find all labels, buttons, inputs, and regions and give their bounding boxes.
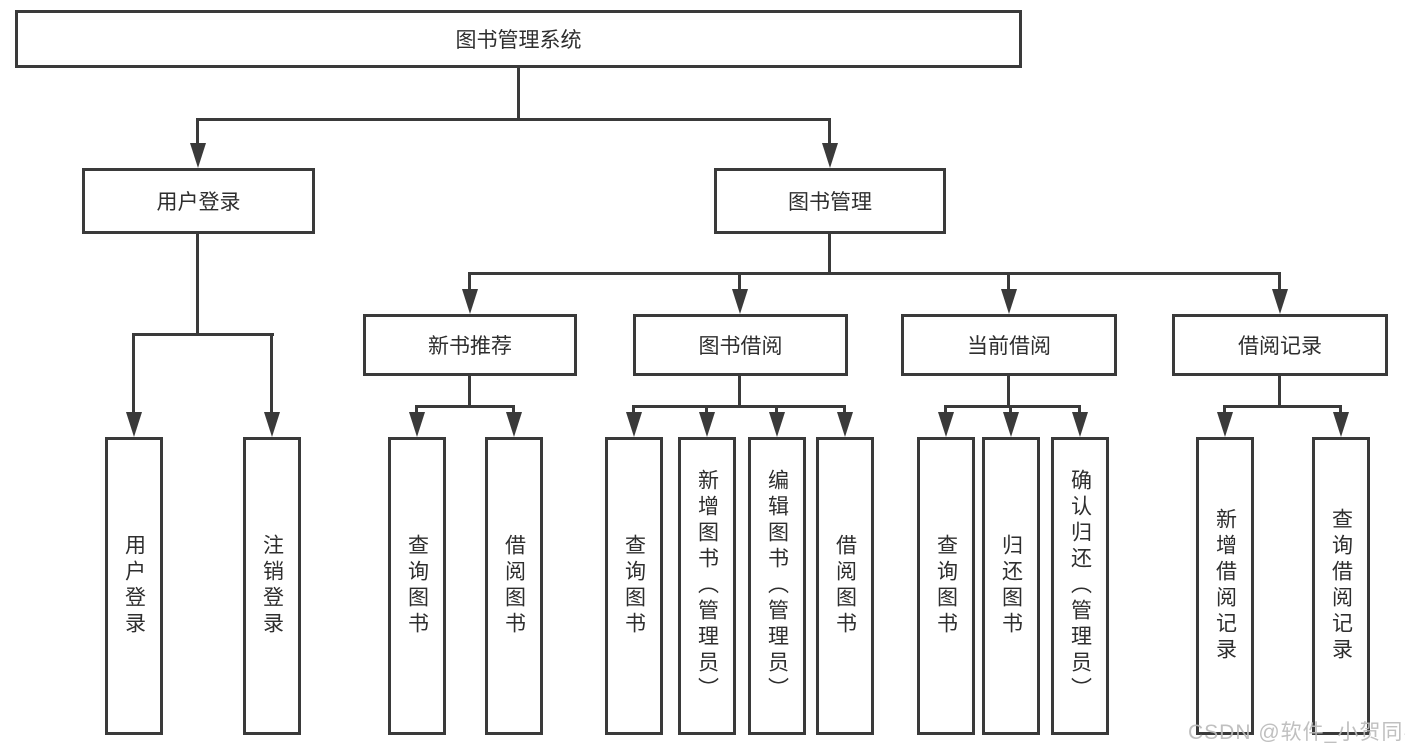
connector-book-management-stem	[828, 233, 831, 275]
node-book-borrowing: 图书借阅	[633, 314, 848, 376]
csdn-watermark: CSDN @软件_小贺同学	[1188, 721, 1405, 744]
connector-borrowing-records-rail	[1223, 405, 1342, 408]
connector-drop-query-books-current	[944, 405, 947, 417]
arrowhead-return-books	[1003, 412, 1019, 437]
connector-drop-confirm-return-admin	[1078, 405, 1081, 417]
connector-root-rail	[196, 118, 831, 121]
leaf-query-borrow-record: 查询借阅记录	[1312, 437, 1370, 735]
connector-drop-add-books-admin	[705, 405, 708, 417]
connector-drop-leaf-logout	[270, 333, 273, 417]
leaf-confirm-return-admin: 确认归还（管理员）	[1051, 437, 1109, 735]
node-book-management-label: 图书管理	[788, 191, 872, 214]
connector-user-login-rail	[132, 333, 274, 336]
connector-drop-leaf-user-login	[132, 333, 135, 417]
leaf-add-borrow-record: 新增借阅记录	[1196, 437, 1254, 735]
node-borrowing-records: 借阅记录	[1172, 314, 1388, 376]
leaf-borrow-books-label: 借阅图书	[833, 534, 857, 638]
node-new-book-recommend: 新书推荐	[363, 314, 577, 376]
arrowhead-book-borrowing	[732, 289, 748, 314]
connector-drop-edit-books-admin	[775, 405, 778, 417]
connector-drop-query-books-borrowing	[632, 405, 635, 417]
connector-book-borrowing-stem	[738, 374, 741, 408]
node-new-book-recommend-label: 新书推荐	[428, 335, 512, 358]
leaf-add-books-admin: 新增图书（管理员）	[678, 437, 736, 735]
leaf-borrow-books-recommend-label: 借阅图书	[502, 534, 526, 638]
connector-book-borrowing-rail	[632, 405, 846, 408]
connector-drop-query-books-recommend	[415, 405, 418, 417]
connector-drop-current-borrowing	[1007, 272, 1010, 294]
arrowhead-query-borrow-record	[1333, 412, 1349, 437]
arrowhead-query-books-recommend	[409, 412, 425, 437]
arrowhead-new-book-recommend	[462, 289, 478, 314]
connector-drop-book-borrowing	[738, 272, 741, 294]
leaf-return-books-label: 归还图书	[999, 534, 1023, 638]
arrowhead-book-management	[822, 143, 838, 168]
leaf-edit-books-admin: 编辑图书（管理员）	[748, 437, 806, 735]
leaf-query-books-recommend-label: 查询图书	[405, 534, 429, 638]
arrowhead-add-books-admin	[699, 412, 715, 437]
connector-drop-borrowing-records	[1278, 272, 1281, 294]
leaf-query-books-borrowing-label: 查询图书	[622, 534, 646, 638]
node-user-login: 用户登录	[82, 168, 315, 234]
leaf-query-books-current-label: 查询图书	[934, 534, 958, 638]
leaf-logout: 注销登录	[243, 437, 301, 735]
leaf-user-login-label: 用户登录	[122, 534, 146, 638]
node-user-login-label: 用户登录	[156, 191, 241, 214]
connector-new-book-recommend-rail	[415, 405, 515, 408]
connector-root-drop-user-login	[196, 118, 199, 148]
leaf-borrow-books-recommend: 借阅图书	[485, 437, 543, 735]
arrowhead-leaf-user-login	[126, 412, 142, 437]
node-root: 图书管理系统	[15, 10, 1022, 68]
connector-drop-borrow-books-recommend	[512, 405, 515, 417]
node-book-borrowing-label: 图书借阅	[698, 335, 783, 358]
connector-drop-add-borrow-record	[1223, 405, 1226, 417]
connector-book-management-rail	[468, 272, 1281, 275]
leaf-return-books: 归还图书	[982, 437, 1040, 735]
arrowhead-query-books-current	[938, 412, 954, 437]
connector-current-borrowing-stem	[1007, 374, 1010, 408]
leaf-query-books-recommend: 查询图书	[388, 437, 446, 735]
connector-drop-borrow-books	[843, 405, 846, 417]
arrowhead-borrowing-records	[1272, 289, 1288, 314]
node-current-borrowing: 当前借阅	[901, 314, 1117, 376]
arrowhead-confirm-return-admin	[1072, 412, 1088, 437]
connector-root-stem	[517, 66, 520, 121]
leaf-query-books-borrowing: 查询图书	[605, 437, 663, 735]
leaf-edit-books-admin-label: 编辑图书（管理员）	[765, 469, 789, 703]
connector-drop-new-book-recommend	[468, 272, 471, 294]
connector-current-borrowing-rail	[944, 405, 1081, 408]
arrowhead-query-books-borrowing	[626, 412, 642, 437]
node-root-label: 图书管理系统	[455, 29, 582, 52]
connector-drop-query-borrow-record	[1339, 405, 1342, 417]
leaf-user-login: 用户登录	[105, 437, 163, 735]
leaf-confirm-return-admin-label: 确认归还（管理员）	[1068, 469, 1092, 703]
leaf-query-borrow-record-label: 查询借阅记录	[1329, 508, 1353, 664]
connector-new-book-recommend-stem	[468, 374, 471, 408]
node-current-borrowing-label: 当前借阅	[967, 335, 1051, 358]
arrowhead-leaf-logout	[264, 412, 280, 437]
leaf-borrow-books: 借阅图书	[816, 437, 874, 735]
connector-root-drop-book-management	[828, 118, 831, 148]
arrowhead-borrow-books-recommend	[506, 412, 522, 437]
arrowhead-user-login	[190, 143, 206, 168]
arrowhead-edit-books-admin	[769, 412, 785, 437]
leaf-add-borrow-record-label: 新增借阅记录	[1213, 508, 1237, 664]
node-book-management: 图书管理	[714, 168, 946, 234]
node-borrowing-records-label: 借阅记录	[1238, 335, 1322, 358]
leaf-logout-label: 注销登录	[260, 534, 284, 638]
leaf-add-books-admin-label: 新增图书（管理员）	[695, 469, 719, 703]
arrowhead-borrow-books	[837, 412, 853, 437]
arrowhead-current-borrowing	[1001, 289, 1017, 314]
connector-borrowing-records-stem	[1278, 374, 1281, 408]
connector-drop-return-books	[1009, 405, 1012, 417]
arrowhead-add-borrow-record	[1217, 412, 1233, 437]
leaf-query-books-current: 查询图书	[917, 437, 975, 735]
connector-user-login-stem	[196, 233, 199, 336]
